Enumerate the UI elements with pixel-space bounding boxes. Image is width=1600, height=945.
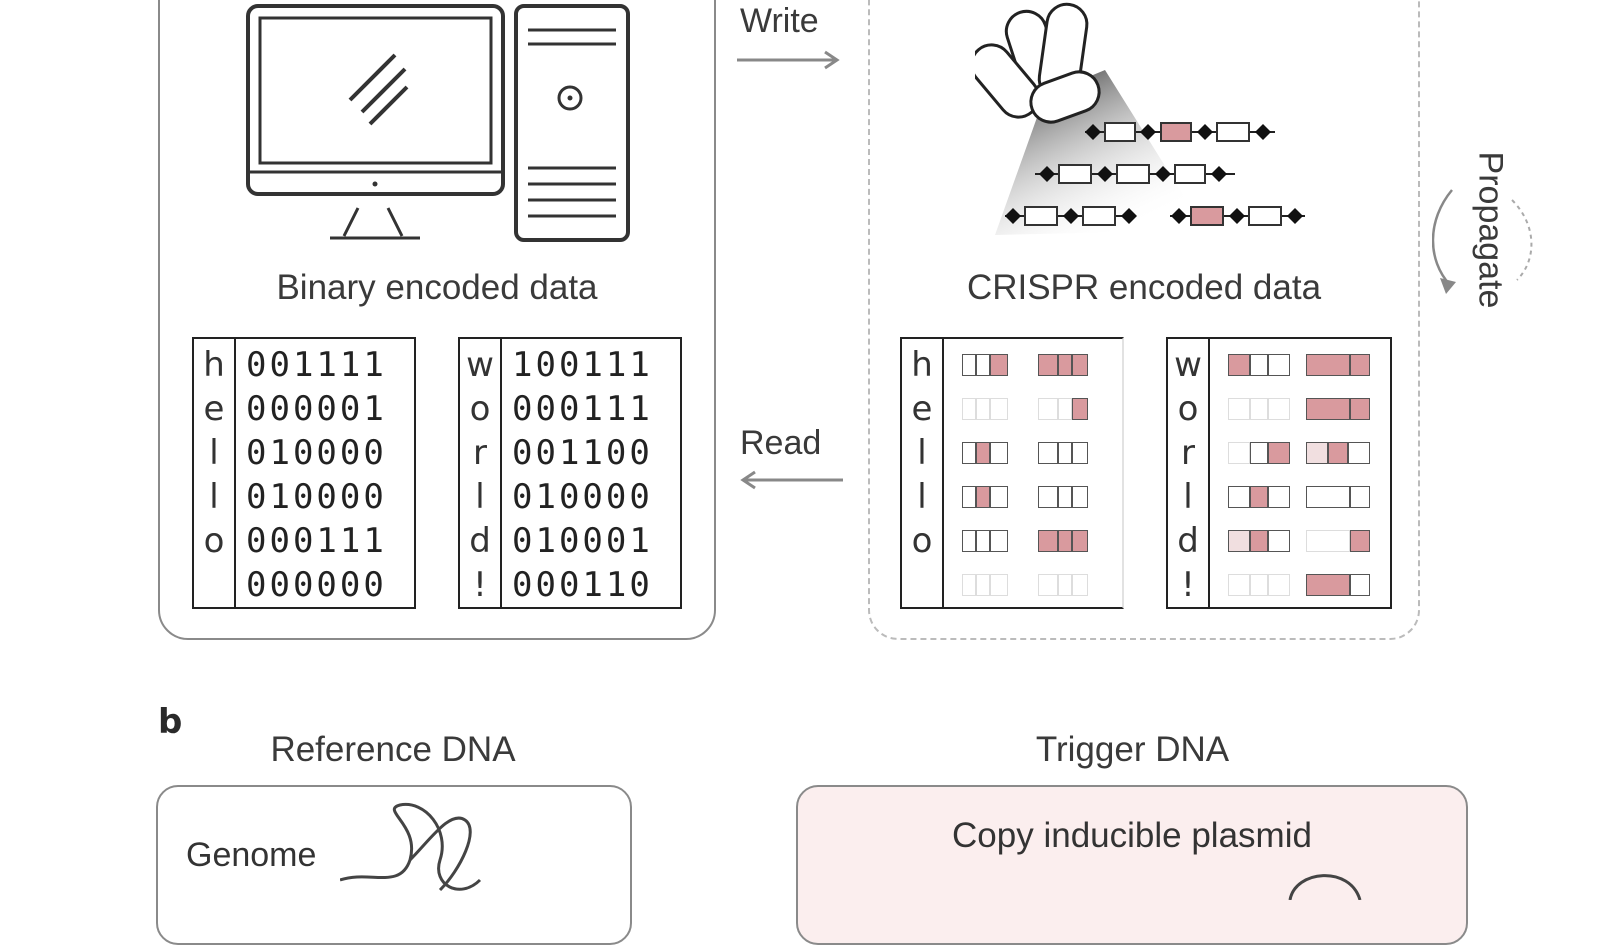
trigger-dna-title: Trigger DNA	[1035, 730, 1230, 769]
char: h	[203, 345, 225, 385]
char: o	[911, 521, 933, 561]
crispr-table-hello: h e l l o	[900, 337, 1124, 609]
bits: 000001	[246, 389, 387, 429]
bits: 010000	[512, 477, 653, 517]
bits: 010000	[246, 433, 387, 473]
char: o	[1177, 389, 1199, 429]
bits: 010000	[246, 477, 387, 517]
char: l	[209, 433, 219, 473]
char: e	[203, 389, 225, 429]
char: o	[469, 389, 491, 429]
crispr-caption: CRISPR encoded data	[966, 268, 1322, 307]
bits: 010001	[512, 521, 653, 561]
propagate-arrow-icon	[1432, 189, 1533, 294]
write-label: Write	[740, 2, 819, 40]
bits: 000110	[512, 565, 653, 605]
plasmid-label: Copy inducible plasmid	[952, 816, 1312, 855]
plasmid-icon	[1288, 874, 1362, 900]
computer-icon	[246, 4, 630, 242]
crispr-table-world: w o r l d !	[1166, 337, 1392, 609]
bits: 000111	[246, 521, 387, 561]
char: w	[1174, 345, 1202, 385]
crispr-cells-icon	[975, 2, 1305, 235]
char: h	[911, 345, 933, 385]
bits: 100111	[512, 345, 653, 385]
bits: 000111	[512, 389, 653, 429]
char: l	[917, 433, 927, 473]
char: r	[1181, 433, 1195, 473]
char: l	[1183, 477, 1193, 517]
write-arrow-icon	[737, 50, 840, 70]
char: d	[1177, 521, 1199, 561]
char: !	[1181, 565, 1195, 605]
binary-caption: Binary encoded data	[276, 268, 598, 307]
genome-icon	[340, 803, 482, 892]
char: l	[475, 477, 485, 517]
read-label: Read	[740, 424, 822, 462]
read-arrow-icon	[740, 470, 843, 490]
char: l	[209, 477, 219, 517]
computer-panel	[158, 0, 716, 640]
char: !	[473, 565, 487, 605]
bits: 000000	[246, 565, 387, 605]
bits: 001111	[246, 345, 387, 385]
char: w	[466, 345, 494, 385]
bits: 001100	[512, 433, 653, 473]
panel-label-b: b	[158, 702, 183, 742]
char: o	[203, 521, 225, 561]
genome-label: Genome	[186, 836, 317, 874]
reference-dna-title: Reference DNA	[270, 730, 516, 769]
char: e	[911, 389, 933, 429]
char: r	[473, 433, 487, 473]
char: d	[469, 521, 491, 561]
crispr-panel	[868, 0, 1420, 640]
char: l	[917, 477, 927, 517]
